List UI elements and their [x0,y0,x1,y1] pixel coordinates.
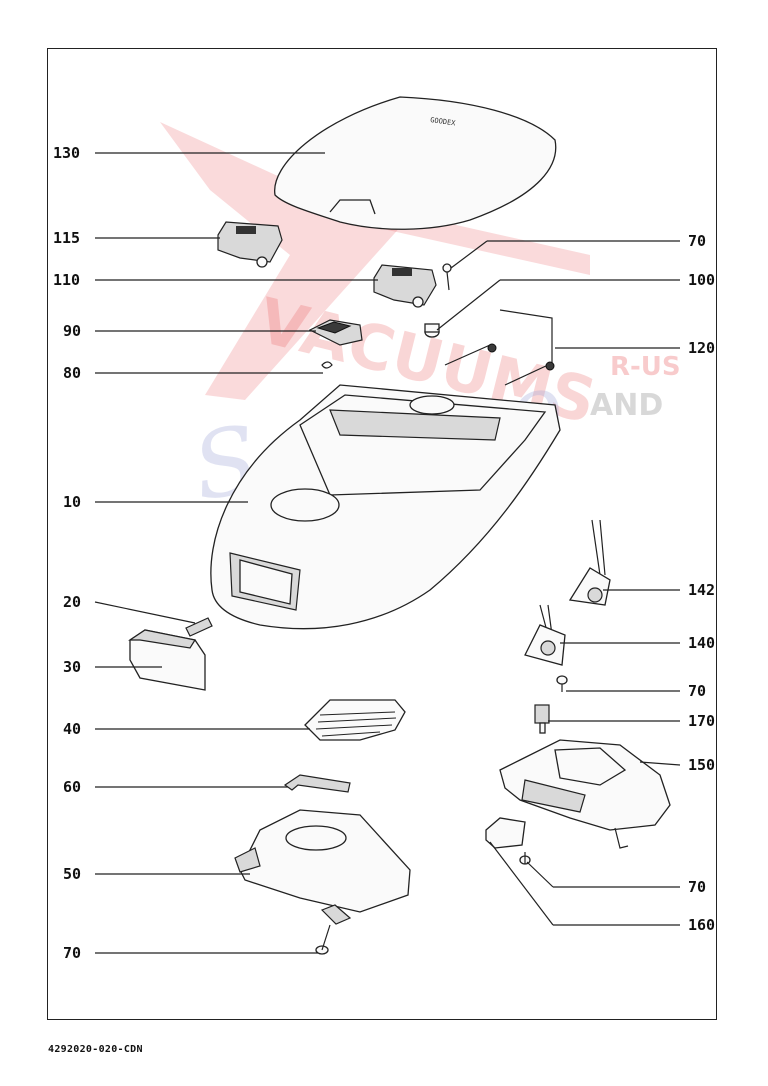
callout-50: 50 [63,865,81,883]
callout-142: 142 [688,581,715,599]
part-10-main-housing [210,384,561,630]
callout-10: 10 [63,493,81,511]
callout-100: 100 [688,271,715,289]
part-130-lid: GOODEX [274,96,557,230]
callout-70-mid: 70 [688,682,706,700]
drawing-frame [47,48,717,1020]
lid-marking: GOODEX [430,116,457,128]
part-115-switch-module [217,221,283,268]
part-120-wire-springs [444,309,555,386]
part-70-screw-bottom [315,924,331,955]
part-110-switch-module [373,264,437,308]
callout-170: 170 [688,712,715,730]
callout-160: 160 [688,916,715,934]
callout-150: 150 [688,756,715,774]
callout-20: 20 [63,593,81,611]
callout-labels: 130 115 110 90 80 10 20 30 40 60 50 70 7… [53,144,715,962]
part-70-screw-top [442,263,452,291]
part-50-bottom-tray [234,809,411,925]
part-60-strip [283,774,351,793]
callout-30: 30 [63,658,81,676]
watermark-brand-side-2: AND [590,388,663,423]
part-160-cable-box [485,817,526,849]
callout-130: 130 [53,144,80,162]
document-code: 4292020-020-CDN [48,1044,143,1055]
watermark-v-shape [160,122,420,400]
callout-70-bottom: 70 [63,944,81,962]
part-40-grille [304,699,406,741]
part-80-spring [321,361,333,369]
callout-40: 40 [63,720,81,738]
callout-140: 140 [688,634,715,652]
part-70-screw-mid [556,675,568,692]
callout-120: 120 [688,339,715,357]
callout-90: 90 [63,322,81,340]
watermark-brand-side-1: R-US [610,352,681,382]
callout-70-lower: 70 [688,878,706,896]
part-70-screw-lower [519,852,531,865]
callout-70-top: 70 [688,232,706,250]
callout-60: 60 [63,778,81,796]
part-90-button [308,319,363,346]
part-140-socket [524,604,566,666]
leader-lines [94,152,681,954]
part-30-bracket [128,629,206,691]
callout-115: 115 [53,229,80,247]
callout-110: 110 [53,271,80,289]
part-20-pin [185,617,213,637]
part-150-motor-cover [499,739,671,849]
callout-80: 80 [63,364,81,382]
part-170-clip [534,704,550,734]
part-142-socket [568,519,611,606]
part-100-bushing [424,323,440,338]
